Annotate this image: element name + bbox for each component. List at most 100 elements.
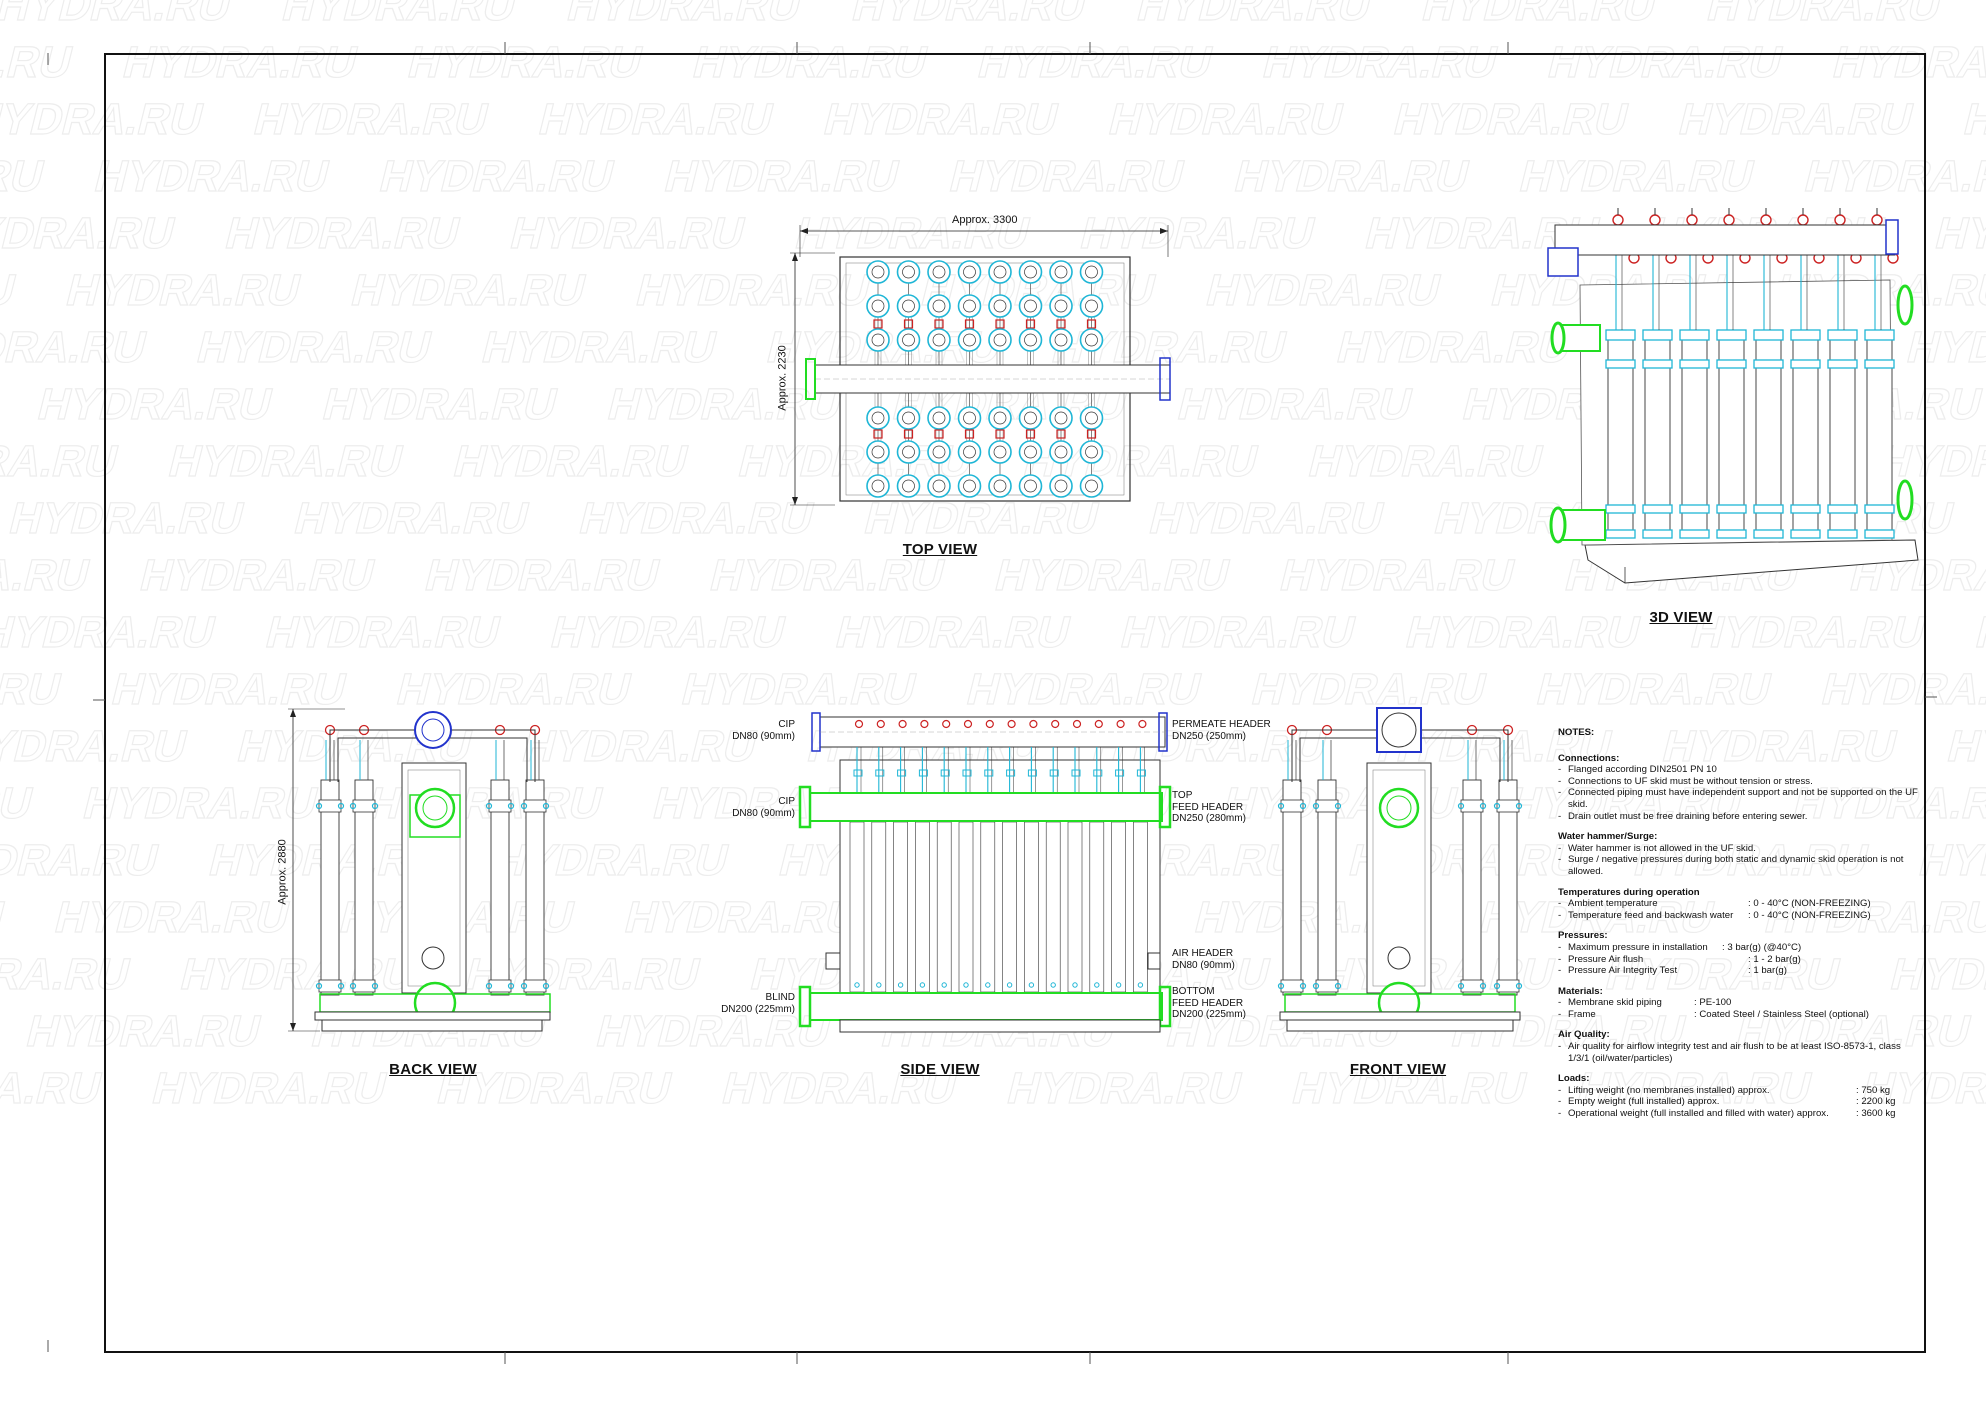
watermark-text: HYDRA.RU [1116,609,1360,657]
notes-load-row: Lifting weight (no membranes installed) … [1558,1085,1918,1097]
top-view-drawing [790,225,1171,506]
front-view-drawing [1277,707,1523,1032]
watermark-text: HYDRA.RU [249,96,493,144]
watermark-text: HYDRA.RU [1104,96,1348,144]
watermark-text: HYDRA.RU [5,495,249,543]
watermark-text: HYDRA.RU [1389,96,1633,144]
notes-connections-item: Connections to UF skid must be without t… [1558,776,1918,788]
watermark-text: HYDRA.RU [1703,0,1947,30]
watermark-text: HYDRA.RU [1686,609,1930,657]
watermark-text: HYDRA.RU [50,894,294,942]
watermark-text: HYDRA.RU [0,666,66,714]
watermark-text: HYDRA.RU [1003,1065,1247,1113]
watermark-text: HYDRA.RU [945,153,1189,201]
watermark-text: HYDRA.RU [433,1065,677,1113]
notes-material-row: Frame: Coated Steel / Stainless Steel (o… [1558,1009,1918,1021]
title-top-view: TOP VIEW [902,541,978,558]
watermark-text: HYDRA.RU [1532,666,1776,714]
watermark-text: HYDRA.RU [990,552,1234,600]
watermark-text: HYDRA.RU [135,552,379,600]
notes-load-row: Empty weight (full installed) approx.: 2… [1558,1096,1918,1108]
watermark-text: HYDRA.RU [0,153,49,201]
dimension-width: Approx. 3300 [952,214,1018,226]
watermark-text: HYDRA.RU [0,438,123,486]
watermark-text: HYDRA.RU [148,1065,392,1113]
watermark-text: HYDRA.RU [848,0,1092,30]
watermark-text: HYDRA.RU [962,666,1206,714]
notes-water-hammer-item: Water hammer is not allowed in the UF sk… [1558,843,1918,855]
notes-temperature-row: Temperature feed and backwash water: 0 -… [1558,910,1918,922]
watermark-text: HYDRA.RU [1943,723,1986,771]
notes-connections-title: Connections: [1558,752,1620,764]
watermark-text: HYDRA.RU [603,381,847,429]
watermark-text: HYDRA.RU [1931,210,1986,258]
notes-air-quality-title: Air Quality: [1558,1029,1610,1041]
watermark-text: HYDRA.RU [506,210,750,258]
watermark-text: HYDRA.RU [1543,39,1787,87]
back-view-drawing [288,708,551,1032]
notes-water-hammer-title: Water hammer/Surge: [1558,831,1658,843]
notes-connections-item: Drain outlet must be free draining befor… [1558,811,1918,823]
watermark-text: HYDRA.RU [1817,666,1986,714]
notes-pressure-row: Maximum pressure in installation: 3 bar(… [1558,942,1918,954]
watermark-text: HYDRA.RU [1288,1065,1532,1113]
notes-loads-title: Loads: [1558,1073,1590,1085]
watermark-text: HYDRA.RU [192,324,436,372]
watermark-text: HYDRA.RU [79,780,323,828]
watermark-text: HYDRA.RU [375,153,619,201]
watermark-text: HYDRA.RU [1418,0,1662,30]
watermark-text: HYDRA.RU [791,210,1035,258]
notes-materials-title: Materials: [1558,985,1603,997]
watermark-text: HYDRA.RU [592,1008,836,1056]
notes-temperatures-title: Temperatures during operation [1558,886,1700,898]
watermark-text: HYDRA.RU [546,609,790,657]
title-front-view: FRONT VIEW [1349,1061,1447,1078]
watermark-text: HYDRA.RU [1971,609,1986,657]
drawing-border [104,53,1926,1353]
watermark-text: HYDRA.RU [1304,438,1548,486]
watermark-text: HYDRA.RU [1902,324,1986,372]
watermark-text: HYDRA.RU [107,666,351,714]
watermark-text: HYDRA.RU [1332,324,1576,372]
watermark-text: HYDRA.RU [364,780,608,828]
notes-temperature-row: Ambient temperature: 0 - 40°C (NON-FREEZ… [1558,898,1918,910]
watermark-text: HYDRA.RU [61,267,305,315]
watermark-text: HYDRA.RU [1674,96,1918,144]
watermark-text: HYDRA.RU [860,495,1104,543]
watermark-text: HYDRA.RU [0,210,180,258]
watermark-text: HYDRA.RU [392,666,636,714]
watermark-text: HYDRA.RU [1959,96,1986,144]
watermark-text: HYDRA.RU [261,609,505,657]
watermark-text: HYDRA.RU [631,267,875,315]
watermark-text: HYDRA.RU [221,210,465,258]
border-ticks [47,42,1937,1364]
dimension-height: Approx. 2880 [276,839,289,905]
watermark-text: HYDRA.RU [0,1065,107,1113]
watermark-text: HYDRA.RU [449,438,693,486]
watermark-text: HYDRA.RU [278,0,522,30]
notes-pressure-row: Pressure Air flush: 1 - 2 bar(g) [1558,954,1918,966]
watermark-text: HYDRA.RU [718,1065,962,1113]
watermark-text: HYDRA.RU [176,951,420,999]
watermark-text: HYDRA.RU [1258,39,1502,87]
watermark-text: HYDRA.RU [164,438,408,486]
notes-pressure-row: Pressure Air Integrity Test: 1 bar(g) [1558,965,1918,977]
watermark-text: HYDRA.RU [0,951,135,999]
notes-title: NOTES: [1558,727,1595,738]
watermark-text: HYDRA.RU [534,96,778,144]
watermark-text: HYDRA.RU [22,1008,266,1056]
watermark-text: HYDRA.RU [0,780,38,828]
watermark-text: HYDRA.RU [620,894,864,942]
title-side-view: SIDE VIEW [900,1061,980,1078]
watermark-text: HYDRA.RU [518,723,762,771]
watermark-text: HYDRA.RU [420,552,664,600]
notes-water-hammer-item: Surge / negative pressures during both s… [1558,854,1918,877]
3d-view-drawing [1547,208,1919,584]
watermark-text: HYDRA.RU [1145,495,1389,543]
